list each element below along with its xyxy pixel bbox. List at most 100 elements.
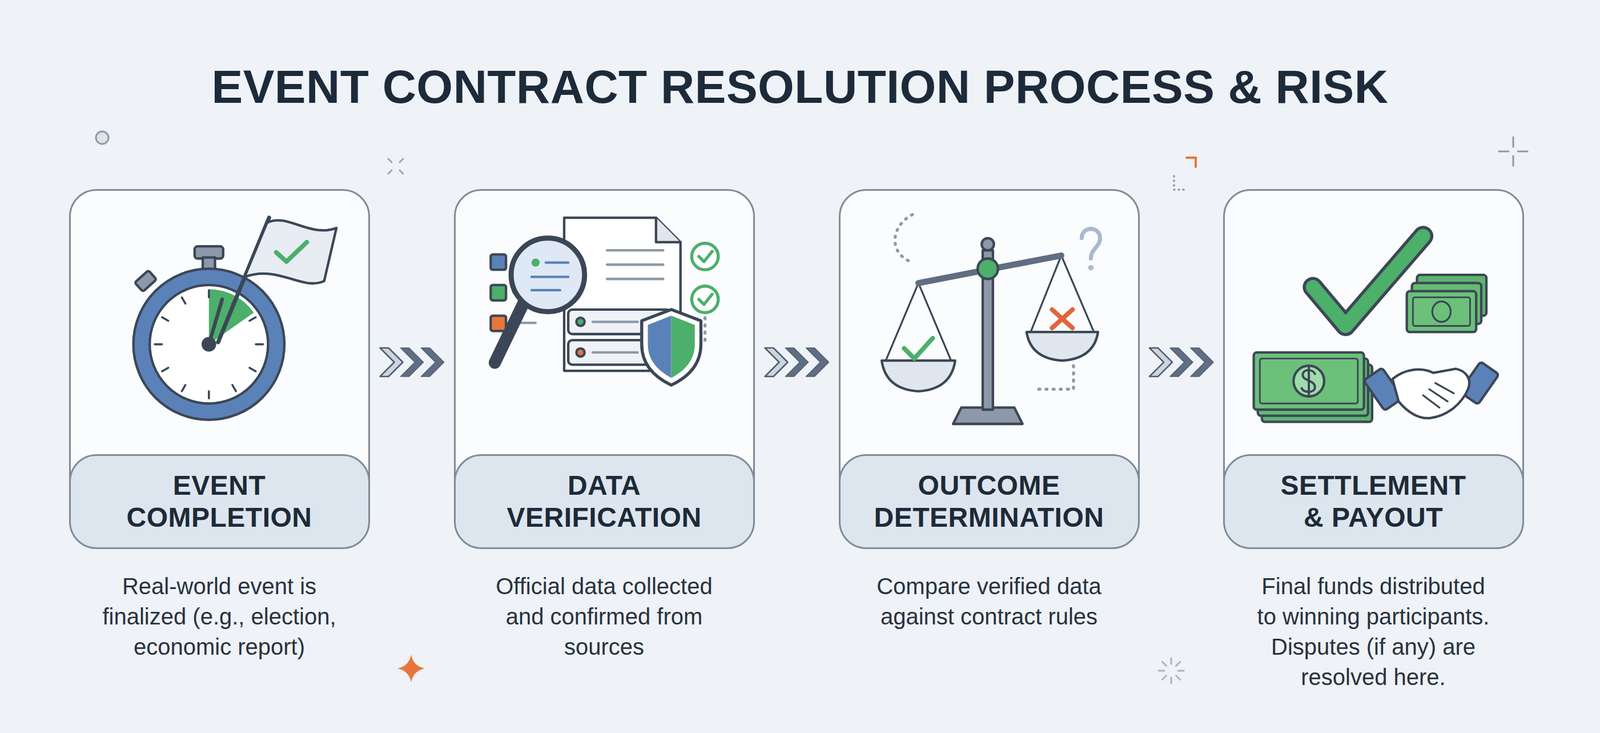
stage-description: Official data collected and confirmed fr… [481,571,727,662]
sparkle-mark-part [399,170,404,174]
payout-icon-part [1406,291,1477,332]
corner-bracket [1174,157,1196,190]
orange-star [397,654,425,682]
payout-icon-part [1412,282,1482,324]
crosshair-mark-part [1512,155,1515,166]
stopwatch-icon-part [133,268,285,420]
payout-icon-part [1261,364,1373,422]
payout-icon [1253,235,1499,422]
stopwatch-icon-part [134,270,157,292]
scales-icon-part [977,258,999,280]
verification-icon-part [564,217,681,371]
process-card: SETTLEMENT & PAYOUTFinal funds distribut… [1223,189,1525,509]
verification-icon-part [641,309,702,385]
scales-icon-part [1081,228,1100,259]
stage-description: Compare verified data against contract r… [866,571,1112,632]
stopwatch-icon-part-part [181,297,186,304]
scales-icon [881,213,1100,424]
verification-icon-part [494,303,524,363]
ring-dot-part [95,131,109,144]
verification-icon-part [698,294,713,305]
arrow-chevron [1170,347,1193,377]
payout-icon-part [1422,383,1454,408]
scales-icon-part [1051,309,1073,328]
stopwatch-icon-part-part [232,384,236,392]
stopwatch-icon-part-part [249,367,256,372]
label-pill: EVENT COMPLETION [69,453,371,549]
verification-icon [490,217,719,385]
verification-icon-part [606,248,663,252]
diagram-title: EVENT CONTRACT RESOLUTION PROCESS & RISK [0,58,1600,116]
arrow-chevron [785,347,809,377]
verification-icon-part [698,251,713,262]
arrow-chevron [1190,347,1214,377]
verification-icon-part [606,277,663,280]
stopwatch-icon-part [149,284,268,404]
crosshair-mark [1498,137,1528,166]
verification-icon-part [511,238,585,312]
sparkle-mark-part [388,170,392,174]
stopwatch-icon-part-part [162,367,169,372]
payout-icon-part [1363,367,1403,411]
verification-icon-part [513,260,536,263]
stage-heading: OUTCOME DETERMINATION [863,469,1115,534]
scales-icon-part [881,360,956,392]
scales-icon-part [885,282,951,361]
verification-icon-part [545,261,569,264]
stopwatch-icon-part [218,217,269,343]
verification-icon-part [656,217,681,243]
arrow-chevron [400,347,424,377]
verification-icon-part [691,243,718,270]
stopwatch-icon-part [194,246,224,259]
arrow-chevron [806,347,830,377]
verification-icon-part [691,286,718,313]
scales-icon-part [953,407,1023,424]
verification-icon-part [576,317,585,326]
payout-icon-part [1392,368,1470,418]
burst-mark-part [1158,669,1165,672]
payout-icon-part [1412,296,1470,326]
stage-heading: EVENT COMPLETION [93,469,345,534]
flow-connector [765,347,830,377]
verification-icon-part [592,320,638,323]
stopwatch-icon-part [202,338,215,351]
burst-mark-part [1175,674,1180,679]
stopwatch-icon-part [208,288,255,344]
payout-icon-part [1257,358,1369,416]
crosshair-mark-part [1512,137,1515,147]
verification-icon-part [568,339,671,365]
stopwatch-icon-part-part [207,391,211,399]
verification-icon-part [513,321,536,324]
corner-bracket-part [1174,175,1187,190]
label-pill: OUTCOME DETERMINATION [838,453,1140,549]
arrow-chevron [1149,347,1173,377]
payout-icon-part [1312,235,1423,326]
process-card: OUTCOME DETERMINATIONCompare verified da… [838,189,1140,509]
stopwatch-icon-part-part [162,316,169,321]
verification-icon-part [531,288,561,292]
sparkle-mark-part [388,158,392,163]
payout-icon-part [1301,370,1316,392]
verification-icon-part [490,315,506,332]
stopwatch-icon-part-part [154,343,163,346]
verification-icon-part [606,263,663,266]
payout-icon-part [1293,365,1325,397]
scales-icon-part [1051,309,1073,328]
stopwatch-icon-part [244,220,337,284]
stopwatch-icon-part-part [249,316,256,321]
stopwatch-icon-part [276,242,308,262]
stopwatch-icon-part-part [255,343,264,346]
scales-icon-part [1026,331,1099,361]
stopwatch-icon-part-part [181,384,186,392]
sparkle-mark-part [399,158,404,163]
stage-heading: SETTLEMENT & PAYOUT [1270,469,1477,534]
stopwatch-icon-part [154,290,263,399]
label-pill: DATA VERIFICATION [453,453,755,549]
arrow-chevron [421,347,445,377]
arrow-chevron [765,347,789,377]
scales-icon-part [903,338,933,359]
burst-mark-part [1162,674,1167,679]
flow-connector [1149,347,1214,377]
stage-description: Real-world event is finalized (e.g., ele… [96,571,343,662]
verification-icon-part [531,258,540,267]
